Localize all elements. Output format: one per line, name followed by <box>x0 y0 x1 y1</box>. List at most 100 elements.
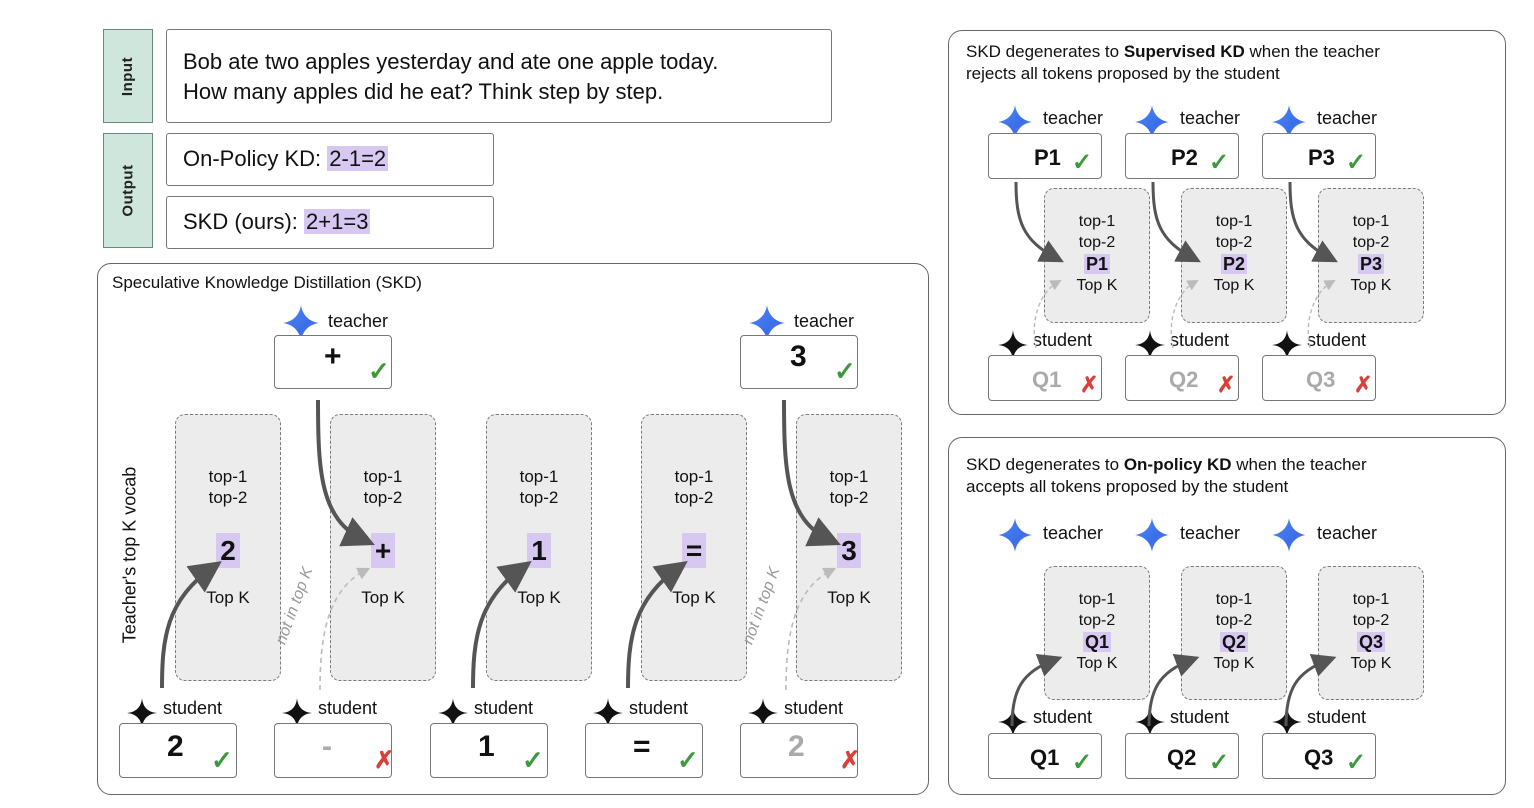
student-token-box <box>988 733 1102 779</box>
student-star-icon <box>1135 330 1165 360</box>
vocab-token: P2 <box>1220 254 1248 274</box>
student-token: 2 <box>788 730 805 763</box>
teacher-label: teacher <box>1317 108 1378 128</box>
teacher-gemini-icon <box>1135 105 1169 139</box>
cross-icon: ✗ <box>1354 372 1373 397</box>
check-icon: ✓ <box>522 745 544 775</box>
teacher-token-box <box>1262 133 1376 179</box>
vocab-top-1: top-1 <box>1215 591 1253 608</box>
vocab-top-2: top-2 <box>1215 612 1253 629</box>
student-label: student <box>784 698 844 718</box>
student-star-icon <box>438 698 468 728</box>
student-token: Q1 <box>1032 367 1062 392</box>
supervised-kd-title: SKD degenerates to Supervised KD when th… <box>966 41 1380 85</box>
vocab-token: 1 <box>527 533 551 568</box>
vocab-top-k: Top K <box>517 588 561 607</box>
teacher-token-box <box>740 335 858 389</box>
output-tag: Output <box>103 133 153 248</box>
vocab-token: Q1 <box>1082 632 1111 652</box>
skd-answer: 2+1=3 <box>304 209 371 234</box>
skd-prefix: SKD (ours): <box>183 209 305 234</box>
vocab-token-wrap: P3 <box>1357 253 1385 275</box>
onpolicy-title-bold: On-policy KD <box>1123 455 1232 474</box>
vocab-top-2: top-2 <box>829 488 869 507</box>
check-icon: ✓ <box>1346 749 1367 776</box>
student-label: student <box>1170 330 1230 350</box>
input-box: Bob ate two apples yesterday and ate one… <box>166 29 832 123</box>
student-star-icon <box>998 330 1028 360</box>
vocab-top-1: top-1 <box>1215 213 1253 230</box>
teacher-token: 3 <box>790 340 807 373</box>
teacher-token-box <box>1125 133 1239 179</box>
student-token: Q3 <box>1304 745 1334 770</box>
vocab-top-1: top-1 <box>674 467 714 486</box>
vocab-token-wrap: P1 <box>1083 253 1111 275</box>
check-icon: ✓ <box>1072 749 1093 776</box>
student-token: Q2 <box>1169 367 1199 392</box>
input-text-line-1: Bob ate two apples yesterday and ate one… <box>183 49 719 74</box>
teacher-token-box <box>988 133 1102 179</box>
skd-panel-title: Speculative Knowledge Distillation (SKD) <box>112 273 422 292</box>
student-label: student <box>318 698 378 718</box>
student-token: 1 <box>478 730 495 763</box>
onpolicy-title-pre: SKD degenerates to <box>966 455 1124 474</box>
teacher-token: + <box>324 340 342 373</box>
student-token: - <box>322 730 332 763</box>
teacher-label: teacher <box>1317 523 1378 543</box>
student-token-box <box>1125 355 1239 401</box>
student-label: student <box>163 698 223 718</box>
output-tag-label: Output <box>119 164 137 217</box>
vocab-top-2: top-2 <box>1352 612 1390 629</box>
student-token: Q1 <box>1030 745 1060 770</box>
vocab-token: = <box>681 533 707 568</box>
vocab-token-wrap: = <box>681 533 707 568</box>
teacher-gemini-icon <box>749 305 785 341</box>
onpolicy-output-box: On-Policy KD: 2-1=2 <box>166 133 494 186</box>
check-icon: ✓ <box>368 356 390 386</box>
vocab-token: 3 <box>837 533 861 568</box>
student-star-icon <box>1272 330 1302 360</box>
check-icon: ✓ <box>834 356 856 386</box>
vocab-top-2: top-2 <box>674 488 714 507</box>
onpolicy-kd-title: SKD degenerates to On-policy KD when the… <box>966 454 1367 498</box>
vocab-top-k: Top K <box>1076 277 1118 294</box>
vocab-top-2: top-2 <box>1352 234 1390 251</box>
supervised-title-pre: SKD degenerates to <box>966 42 1124 61</box>
student-token: Q2 <box>1167 745 1197 770</box>
onpolicy-title-line-2: accepts all tokens proposed by the stude… <box>966 477 1289 496</box>
student-label: student <box>1170 707 1230 727</box>
vocab-top-k: Top K <box>827 588 871 607</box>
teacher-label: teacher <box>1180 523 1241 543</box>
vocab-top-1: top-1 <box>1078 213 1116 230</box>
vocab-top-2: top-2 <box>1215 234 1253 251</box>
teacher-token: P2 <box>1171 145 1198 170</box>
vocab-top-2: top-2 <box>208 488 248 507</box>
student-star-icon <box>282 698 312 728</box>
supervised-title-bold: Supervised KD <box>1123 42 1245 61</box>
vocab-token-wrap: Q3 <box>1356 631 1385 653</box>
vocab-top-k: Top K <box>361 588 405 607</box>
student-token-box <box>1262 355 1376 401</box>
vocab-top-2: top-2 <box>519 488 559 507</box>
teacher-label: teacher <box>328 311 389 331</box>
vocab-top-1: top-1 <box>519 467 559 486</box>
teacher-gemini-icon <box>283 305 319 341</box>
student-token-box <box>988 355 1102 401</box>
student-label: student <box>1307 707 1367 727</box>
student-token-box <box>585 723 703 778</box>
teacher-label: teacher <box>794 311 855 331</box>
teacher-gemini-icon <box>1272 105 1306 139</box>
onpolicy-answer: 2-1=2 <box>327 146 389 171</box>
vocab-top-1: top-1 <box>1078 591 1116 608</box>
check-icon: ✓ <box>1209 749 1230 776</box>
vocab-top-2: top-2 <box>363 488 403 507</box>
vocab-top-k: Top K <box>206 588 250 607</box>
